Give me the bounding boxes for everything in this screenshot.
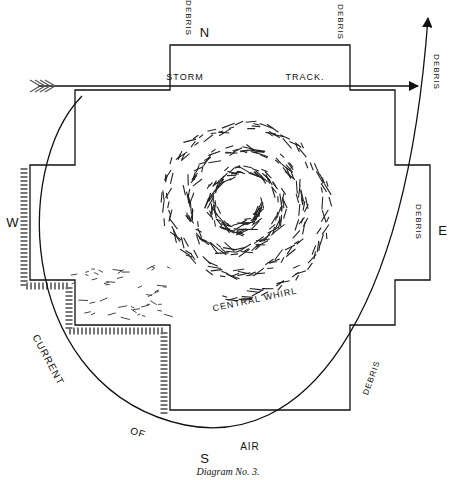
current-label: CURRENT <box>29 331 68 390</box>
compass-point: N <box>198 25 212 40</box>
area-outline <box>30 45 430 410</box>
debris-note: DEBRIS <box>360 358 383 399</box>
air-current-arrow <box>39 18 428 428</box>
central-whirl <box>161 121 332 301</box>
scattered-debris <box>71 265 173 319</box>
compass-point: W <box>4 215 21 230</box>
storm-track-arrow <box>38 85 418 86</box>
track-label: TRACK. <box>283 72 326 83</box>
track-label: STORM <box>164 72 205 83</box>
debris-note: DEBRIS <box>413 202 423 242</box>
current-label: OF <box>127 424 150 442</box>
current-label: AIR <box>238 441 262 453</box>
debris-strip <box>24 168 164 416</box>
debris-note: DEBRIS <box>335 2 345 42</box>
whirl-label: CENTRAL WHIRL <box>210 285 301 315</box>
compass-point: S <box>198 451 212 466</box>
debris-note: DEBRIS <box>431 52 441 92</box>
diagram-caption: Diagram No. 3. <box>195 466 262 478</box>
compass-point: E <box>436 223 450 238</box>
debris-note: DEBRIS <box>183 0 193 38</box>
arrow-feathers <box>30 80 55 92</box>
